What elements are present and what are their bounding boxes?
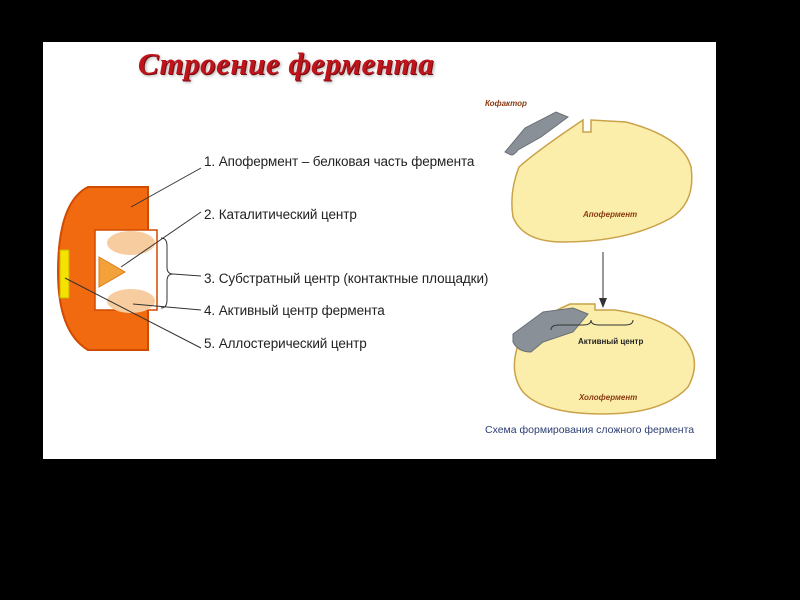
apoenzyme-label: Апофермент xyxy=(583,210,638,219)
label-substrate-center: 3. Субстратный центр (контактные площадк… xyxy=(204,271,489,286)
pointer-line-5 xyxy=(64,277,202,349)
pointer-line-2 xyxy=(120,211,202,268)
formation-arrow-head xyxy=(599,298,607,308)
scheme-caption: Схема формирования сложного фермента xyxy=(485,424,695,436)
slide-title: Строение фермента xyxy=(137,46,435,81)
substrate-pad-bottom xyxy=(107,289,155,313)
apoenzyme-cell xyxy=(511,118,693,243)
catalytic-center-shape xyxy=(98,256,127,288)
substrate-brace xyxy=(160,237,174,309)
enzyme-diagram xyxy=(56,111,696,415)
label-allosteric-center: 5. Аллостерический центр xyxy=(204,336,367,351)
active-center-brace xyxy=(550,319,634,331)
cofactor-shape xyxy=(504,111,570,156)
pointer-line-3 xyxy=(172,273,202,277)
substrate-pad-top xyxy=(107,231,155,255)
allosteric-center-shape xyxy=(59,249,70,299)
active-center-label: Активный центр xyxy=(578,337,644,346)
holoenzyme-label: Холофермент xyxy=(579,393,638,402)
label-apoenzyme: 1. Апофермент – белковая часть фермента xyxy=(204,154,475,169)
cofactor-label: Кофактор xyxy=(485,99,527,108)
pointer-line-1 xyxy=(130,167,202,208)
pointer-line-4 xyxy=(132,303,202,311)
label-active-center: 4. Активный центр фермента xyxy=(204,303,385,318)
label-catalytic-center: 2. Каталитический центр xyxy=(204,207,357,222)
slide: Строение фермента 1. xyxy=(43,42,716,459)
